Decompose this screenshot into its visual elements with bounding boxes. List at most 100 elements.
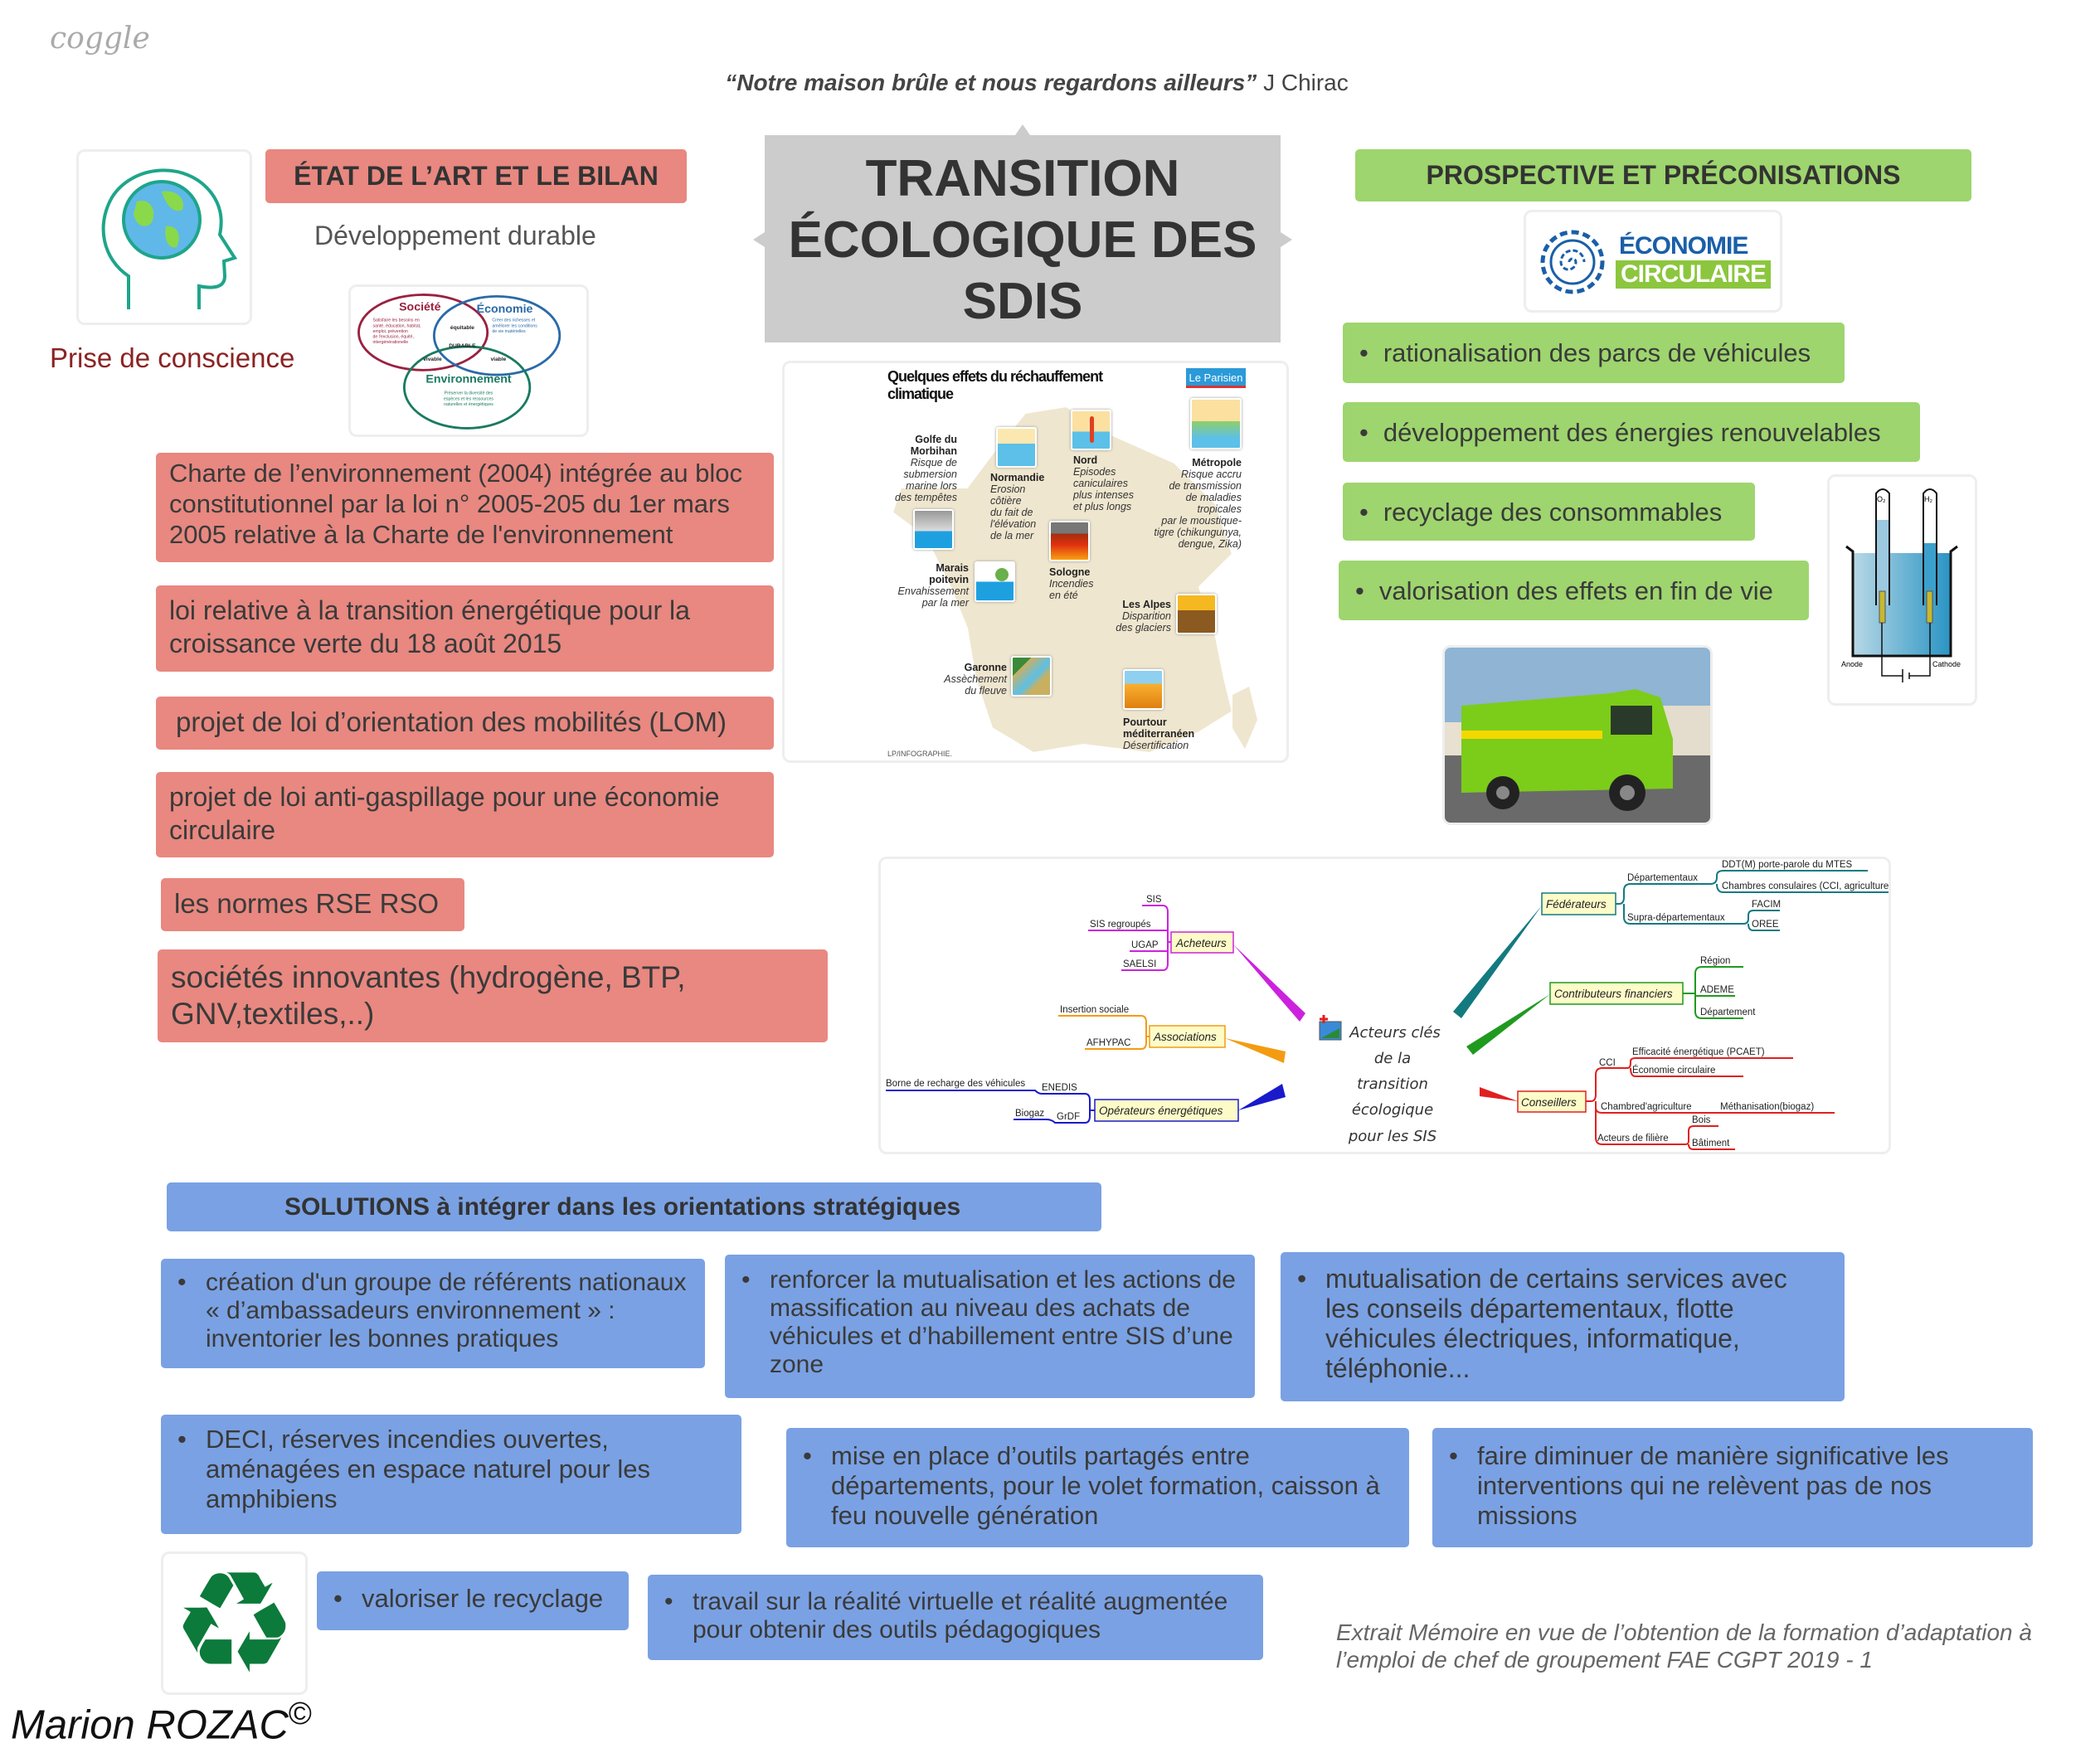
svg-text:écologique: écologique (1352, 1101, 1433, 1119)
connector-handle[interactable] (1281, 232, 1292, 247)
preconisation-item[interactable]: •rationalisation des parcs de véhicules (1343, 323, 1845, 383)
mm-batiment: Bâtiment (1692, 1139, 1730, 1148)
gear-spiral-icon (1540, 230, 1605, 294)
preconisation-text: développement des énergies renouvelables (1383, 417, 1881, 447)
connector-handle[interactable] (1015, 124, 1030, 135)
map-label-desc: submersion (903, 469, 957, 480)
head-globe-icon (101, 168, 238, 309)
subtitle-developpement-durable[interactable]: Développement durable (314, 221, 596, 250)
venn-societe: Société (399, 300, 441, 313)
title-line: TRANSITION (865, 150, 1180, 207)
preconisation-text: valorisation des effets en fin de vie (1378, 575, 1773, 605)
svg-text:DURABLE: DURABLE (449, 343, 476, 349)
solution-item[interactable]: DECI, réserves incendies ouvertes, aména… (161, 1415, 741, 1534)
bilan-item[interactable]: loi relative à la transition énergétique… (156, 585, 774, 672)
author-signature: Marion ROZAC© (11, 1697, 312, 1748)
map-label-desc: Risque accru (1181, 469, 1242, 480)
solution-item[interactable]: création d'un groupe de référents nation… (161, 1259, 705, 1368)
map-label-desc: Envahissement (897, 585, 969, 597)
svg-text:Créer des richesses et: Créer des richesses et (492, 318, 535, 323)
map-label-desc: de la mer (990, 530, 1034, 541)
central-title[interactable]: TRANSITION ÉCOLOGIQUE DES SDIS (765, 135, 1281, 342)
solution-item[interactable]: mutualisation de certains services avec … (1281, 1252, 1845, 1401)
map-label-desc: Risque de (910, 457, 957, 469)
connector-handle[interactable] (753, 232, 765, 247)
mm-conseillers: Conseillers (1521, 1096, 1577, 1109)
preconisation-item[interactable]: • développement des énergies renouvelable… (1343, 402, 1920, 462)
map-label-name: Sologne (1049, 566, 1091, 578)
copyright-symbol: © (288, 1697, 312, 1731)
solution-item[interactable]: valoriser le recyclage (317, 1571, 629, 1630)
mm-contributeurs: Contributeurs financiers (1554, 988, 1673, 1000)
bilan-item-text: les normes RSE RSO (174, 888, 440, 919)
map-label-name: Garonne (964, 662, 1007, 673)
bilan-item[interactable]: Charte de l’environnement (2004) intégré… (156, 453, 774, 562)
anode-label: Anode (1841, 660, 1863, 668)
solutions-header[interactable]: SOLUTIONS à intégrer dans les orientatio… (167, 1182, 1101, 1231)
fire-icon (1049, 521, 1090, 561)
recycle-icon: ♻ (171, 1542, 298, 1706)
mm-ugap: UGAP (1131, 940, 1159, 950)
section-header-etat-de-l-art[interactable]: ÉTAT DE L’ART ET LE BILAN (265, 149, 687, 203)
map-label-name: Marais (936, 562, 969, 574)
mm-sis-regroupes: SIS regroupés (1090, 920, 1151, 930)
map-label-desc: par le moustique- (1161, 515, 1242, 527)
section-header-prospective[interactable]: PROSPECTIVE ET PRÉCONISATIONS (1355, 149, 1971, 202)
solution-item[interactable]: renforcer la mutualisation et les action… (725, 1255, 1255, 1398)
map-label-desc: caniculaires (1073, 478, 1129, 489)
mm-cci: CCI (1599, 1058, 1616, 1068)
economie-circulaire-logo: ÉCONOMIE CIRCULAIRE (1524, 210, 1782, 313)
mm-methanisation: Méthanisation(biogaz) (1720, 1102, 1814, 1112)
mm-acteurs-filiere: Acteurs de filière (1597, 1134, 1669, 1143)
preconisation-item[interactable]: • valorisation des effets en fin de vie (1339, 561, 1809, 620)
venn-economie: Économie (477, 302, 533, 316)
solution-item[interactable]: travail sur la réalité virtuelle et réal… (648, 1575, 1263, 1660)
bilan-item[interactable]: projet de loi d’orientation des mobilité… (156, 697, 774, 750)
mm-operateurs: Opérateurs énergétiques (1099, 1105, 1223, 1117)
quote-author: J Chirac (1263, 70, 1349, 95)
map-label-name: Pourtour (1123, 716, 1167, 728)
map-label-desc: des glaciers (1116, 622, 1171, 634)
bullet: • (1355, 575, 1364, 605)
logo-circulaire: CIRCULAIRE (1616, 260, 1771, 289)
bullet: • (1359, 417, 1368, 447)
mm-grdf: GrDF (1057, 1112, 1080, 1122)
svg-text:Satisfaire les besoins en: Satisfaire les besoins en (373, 318, 420, 323)
prise-de-conscience[interactable]: Prise de conscience (50, 342, 295, 373)
coggle-logo[interactable]: coggle (50, 22, 150, 56)
solution-item[interactable]: faire diminuer de manière significative … (1432, 1428, 2033, 1547)
bilan-item[interactable]: les normes RSE RSO (161, 878, 464, 931)
map-label-desc: de maladies (1185, 492, 1242, 503)
flood-tree-icon (975, 561, 1015, 602)
storm-icon (913, 509, 954, 550)
mm-efficacite: Efficacité énergétique (PCAET) (1632, 1047, 1765, 1057)
memoire-extract-note[interactable]: Extrait Mémoire en vue de l’obtention de… (1336, 1619, 2032, 1673)
solution-text: renforcer la mutualisation et les action… (741, 1266, 1238, 1379)
mm-ddtm: DDT(M) porte-parole du MTES (1722, 860, 1853, 870)
logo-economie: ÉCONOMIE (1619, 232, 1748, 260)
image-insert-icon (1319, 1015, 1342, 1041)
solution-item[interactable]: mise en place d’outils partagés entre dé… (786, 1428, 1409, 1547)
branch-operateurs (1238, 1084, 1286, 1110)
map-label-desc: dengue, Zika) (1178, 538, 1242, 550)
mm-borne-recharge: Borne de recharge des véhicules (886, 1079, 1025, 1089)
branch-acheteurs (1233, 944, 1305, 1022)
mm-federateurs: Fédérateurs (1546, 898, 1607, 910)
preconisation-item[interactable]: •recyclage des consommables (1343, 483, 1755, 541)
normandie-coast-icon (996, 427, 1037, 468)
map-label-desc: par la mer (921, 597, 969, 609)
h2-label: H₂ (1924, 495, 1932, 503)
svg-text:Préserver la diversité des: Préserver la diversité des (445, 391, 493, 396)
map-label-desc: côtière (990, 495, 1022, 507)
bilan-item[interactable]: sociétés innovantes (hydrogène, BTP, GNV… (158, 949, 828, 1042)
bilan-item[interactable]: projet de loi anti-gaspillage pour une é… (156, 772, 774, 857)
mm-afhypac: AFHYPAC (1086, 1038, 1130, 1048)
map-label-desc: Désertification (1123, 740, 1189, 751)
